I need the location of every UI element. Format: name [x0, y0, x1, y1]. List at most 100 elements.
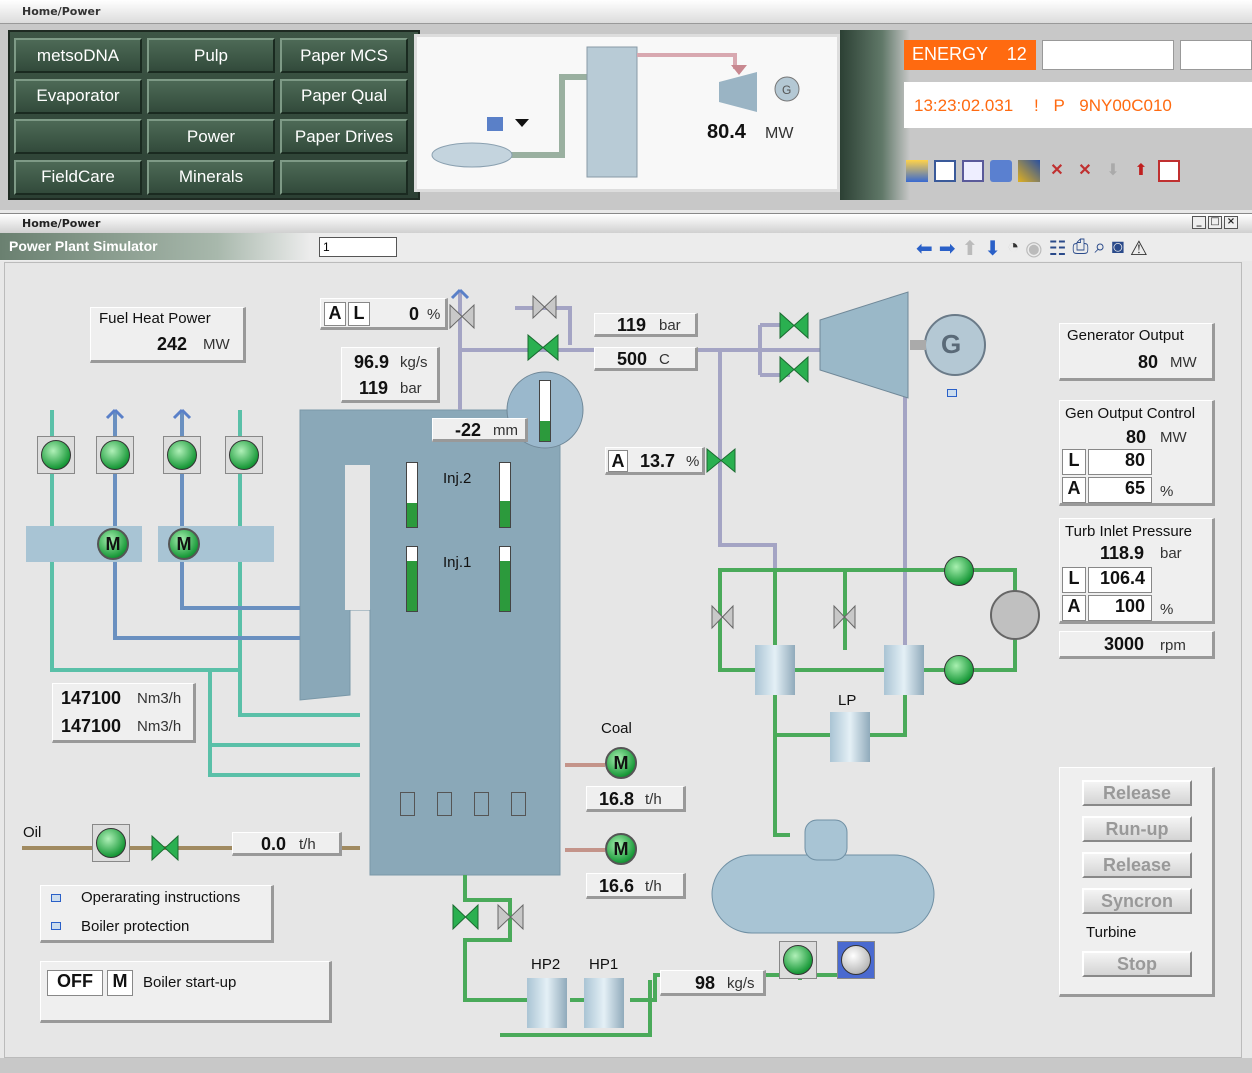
- nav-evaporator-button[interactable]: Evaporator: [14, 78, 142, 114]
- arrow-up-icon[interactable]: ⬆: [1134, 162, 1148, 179]
- list-icon[interactable]: [1158, 160, 1180, 182]
- turbine-control-panel: Release Run-up Release Syncron Turbine S…: [1059, 767, 1215, 997]
- nav-metsodna-button[interactable]: metsoDNA: [14, 38, 142, 73]
- link-boiler-protection[interactable]: Boiler protection: [81, 918, 190, 935]
- coal-feeder-motor-1[interactable]: M: [605, 747, 637, 779]
- bypass-valve[interactable]: [706, 447, 736, 474]
- turb-pressure-l-value[interactable]: 106.4: [1088, 567, 1152, 593]
- acknowledge-icon[interactable]: [906, 160, 928, 182]
- zoom-icon[interactable]: ⌕: [1094, 236, 1106, 258]
- condensate-pump-1[interactable]: [944, 556, 974, 586]
- nav-minerals-button[interactable]: Minerals: [147, 159, 275, 195]
- nav-pulp-button[interactable]: Pulp: [147, 38, 275, 73]
- release-button-2[interactable]: Release: [1082, 852, 1192, 878]
- fan-motor-2[interactable]: M: [168, 528, 200, 560]
- damper-2[interactable]: [96, 436, 134, 474]
- print-icon[interactable]: [990, 160, 1012, 182]
- arrow-down-icon[interactable]: ⬇: [1106, 162, 1120, 179]
- turbine-valve-lower[interactable]: [779, 355, 809, 384]
- mute-icon[interactable]: ✕: [1050, 162, 1064, 179]
- steam-vent-valve[interactable]: [449, 303, 475, 330]
- turb-pressure-a-value[interactable]: 100: [1088, 595, 1152, 621]
- tree-icon[interactable]: ☷: [1048, 238, 1067, 260]
- main-steam-valve[interactable]: [527, 333, 559, 362]
- back-icon[interactable]: ⬅: [916, 238, 933, 260]
- alarm-slot-2[interactable]: [1042, 40, 1174, 70]
- condensate-pump-2[interactable]: [944, 655, 974, 685]
- refresh-icon[interactable]: ◉: [1025, 238, 1043, 260]
- damper-3[interactable]: [163, 436, 201, 474]
- silence-icon[interactable]: ✕: [1078, 162, 1092, 179]
- forward-icon[interactable]: ➡: [938, 238, 956, 260]
- nav-empty-button[interactable]: [280, 159, 408, 195]
- damper-1[interactable]: [37, 436, 75, 474]
- inj1-label: Inj.1: [443, 554, 472, 571]
- air-flow-value-2: 147100: [61, 716, 122, 736]
- feedwater-pump-2[interactable]: [837, 941, 875, 979]
- damper-4[interactable]: [225, 436, 263, 474]
- alarm-slot-3[interactable]: [1180, 40, 1252, 70]
- down-icon[interactable]: ⬇: [984, 238, 1002, 260]
- up-icon[interactable]: ⬆: [961, 238, 979, 260]
- fan-motor-1[interactable]: M: [97, 528, 129, 560]
- history-icon[interactable]: ◔: [1007, 236, 1020, 258]
- startup-mode[interactable]: M: [107, 970, 133, 996]
- release-button-1[interactable]: Release: [1082, 780, 1192, 806]
- link-operating-instructions[interactable]: Operarating instructions: [81, 889, 241, 906]
- generator-link-icon[interactable]: [947, 389, 957, 397]
- page-input[interactable]: [319, 237, 397, 257]
- nav-paper-drives-button[interactable]: Paper Drives: [280, 119, 408, 154]
- bypass-valve-panel[interactable]: A 13.7 %: [605, 447, 705, 475]
- valve-value: 0: [409, 304, 420, 324]
- oil-pump[interactable]: [92, 824, 130, 862]
- valve-mode-a[interactable]: A: [324, 302, 346, 326]
- close-icon[interactable]: ×: [1224, 216, 1238, 229]
- turb-pressure-l-label[interactable]: L: [1062, 567, 1086, 593]
- energy-alarm-badge[interactable]: ENERGY 12: [904, 40, 1036, 70]
- bypass-small-valve[interactable]: [532, 294, 557, 320]
- tools-icon[interactable]: [1018, 160, 1040, 182]
- steam-valve-controller[interactable]: A L 0 %: [320, 298, 448, 330]
- window-icon[interactable]: [962, 160, 984, 182]
- turb-inlet-pressure-panel[interactable]: Turb Inlet Pressure 118.9 bar L 106.4 A …: [1059, 518, 1215, 624]
- nav-power-button[interactable]: Power: [147, 119, 275, 154]
- runup-button[interactable]: Run-up: [1082, 816, 1192, 842]
- print-icon[interactable]: ⎙: [1072, 236, 1089, 258]
- nav-empty-button[interactable]: [147, 78, 275, 114]
- alarm-line[interactable]: 13:23:02.031 ! P 9NY00C010: [904, 82, 1252, 128]
- page-icon[interactable]: [934, 160, 956, 182]
- gen-output-control-panel[interactable]: Gen Output Control 80 MW L 80 A 65 %: [1059, 400, 1215, 506]
- condensate-valve-1[interactable]: [711, 604, 734, 630]
- feedwater-pump-1[interactable]: [779, 941, 817, 979]
- nav-paper-mcs-button[interactable]: Paper MCS: [280, 38, 408, 73]
- mini-overview[interactable]: G 80.4 MW: [414, 34, 840, 192]
- turb-pressure-a-label[interactable]: A: [1062, 595, 1086, 621]
- bypass-mode[interactable]: A: [608, 450, 628, 472]
- minimize-icon[interactable]: _: [1192, 216, 1206, 229]
- feedwater-valve-1[interactable]: [452, 903, 479, 931]
- condensate-valve-2[interactable]: [833, 604, 856, 630]
- startup-state[interactable]: OFF: [47, 970, 103, 996]
- gen-control-a-value[interactable]: 65: [1088, 477, 1152, 503]
- oil-flow-value: 0.0: [261, 834, 287, 854]
- coal-feeder-motor-2[interactable]: M: [605, 833, 637, 865]
- stop-button[interactable]: Stop: [1082, 951, 1192, 977]
- turbine-valve-upper[interactable]: [779, 311, 809, 340]
- coal-feeder-2-panel: 16.6 t/h: [586, 873, 686, 899]
- oil-valve[interactable]: [151, 834, 179, 862]
- maximize-icon[interactable]: □: [1208, 216, 1222, 229]
- gen-control-a-label[interactable]: A: [1062, 477, 1086, 503]
- nav-fieldcare-button[interactable]: FieldCare: [14, 159, 142, 195]
- gen-control-l-label[interactable]: L: [1062, 449, 1086, 475]
- nav-paper-qual-button[interactable]: Paper Qual: [280, 78, 408, 114]
- inj2-label: Inj.2: [443, 470, 472, 487]
- trend-icon[interactable]: ⚠: [1129, 238, 1148, 260]
- feedwater-valve-2[interactable]: [497, 903, 524, 931]
- camera-icon[interactable]: ◙: [1111, 236, 1124, 258]
- gen-control-l-value[interactable]: 80: [1088, 449, 1152, 475]
- page-subtitle: Power Plant Simulator: [9, 238, 158, 254]
- nav-empty-button[interactable]: [14, 119, 142, 154]
- syncron-button[interactable]: Syncron: [1082, 888, 1192, 914]
- valve-mode-l[interactable]: L: [348, 302, 370, 326]
